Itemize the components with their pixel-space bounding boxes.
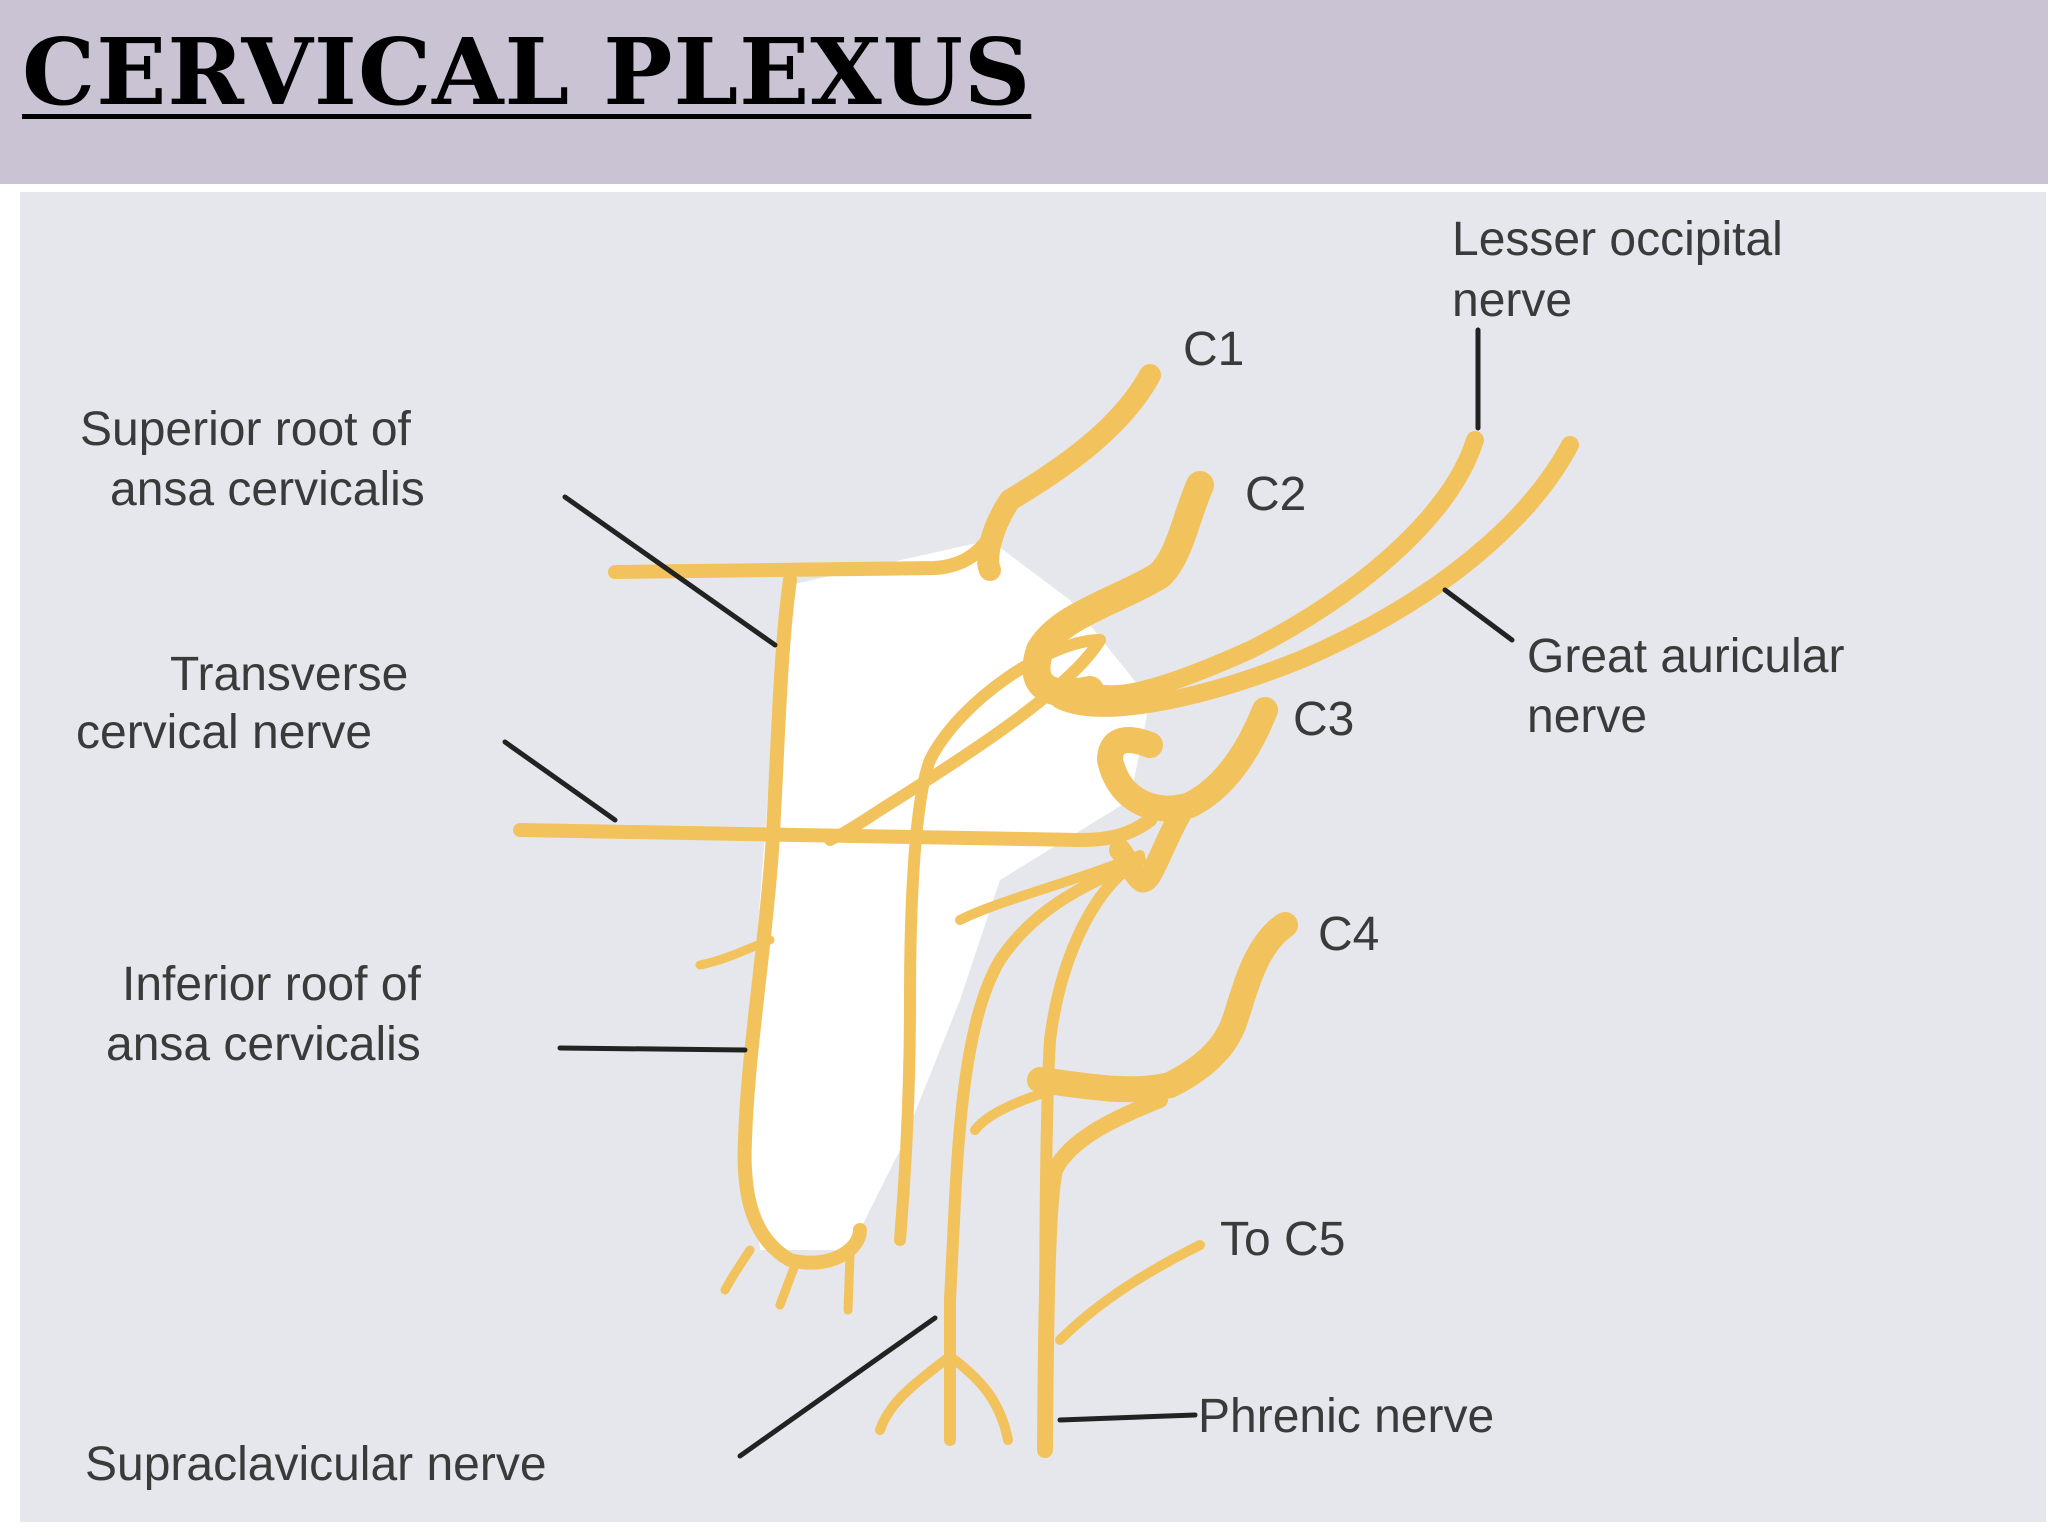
nerve-great-auricular	[1051, 436, 1579, 717]
nerve-c4-branch	[970, 1075, 1105, 1135]
nerve-loop-strand-2	[775, 1260, 800, 1310]
leader-superior-root	[562, 494, 778, 648]
label-phrenic: Phrenic nerve	[1198, 1390, 1494, 1443]
nerve-c3	[1097, 697, 1278, 822]
nerve-lesser-occipital	[1081, 431, 1484, 704]
leader-inferior-root	[557, 1045, 748, 1053]
leader-transverse	[502, 739, 618, 823]
label-c4: C4	[1318, 908, 1379, 961]
nerve-c3-branch-1	[944, 854, 1146, 1426]
nerve-c4	[1027, 912, 1298, 1103]
label-c3: C3	[1293, 693, 1354, 746]
ansa-loop-fill	[745, 540, 1150, 1250]
leader-phrenic	[1057, 1412, 1198, 1423]
leader-lines	[502, 327, 1515, 1459]
leader-great-auricular	[1442, 587, 1515, 643]
nerve-supraclavicular-left	[875, 1355, 950, 1435]
nerve-supraclavicular-right	[950, 1355, 1013, 1445]
nerve-hypoglossal-line	[608, 508, 1007, 579]
nerve-c3-branch-3	[955, 850, 1145, 925]
label-c2: C2	[1245, 468, 1306, 521]
title-bar: CERVICAL PLEXUS	[0, 0, 2048, 184]
nerve-c2c3-branch	[824, 634, 1106, 846]
label-great-auricular-line1: Great auricular	[1527, 630, 1844, 683]
label-lesser-occipital-line2: nerve	[1452, 274, 1572, 327]
nerve-c4-descending	[1037, 1092, 1168, 1458]
label-superior-root-line2: ansa cervicalis	[110, 463, 425, 516]
label-transverse-line2: cervical nerve	[76, 706, 372, 759]
nerve-c2	[1022, 471, 1214, 707]
leader-supraclavicular	[737, 1315, 938, 1459]
page-title: CERVICAL PLEXUS	[22, 18, 1032, 126]
label-great-auricular-line2: nerve	[1527, 690, 1647, 743]
label-to-c5: To C5	[1220, 1213, 1345, 1266]
label-lesser-occipital-line1: Lesser occipital	[1452, 213, 1783, 266]
nerve-transverse-cervical	[513, 813, 1157, 847]
nerve-loop-strand-1	[720, 1245, 755, 1295]
label-superior-root-line1: Superior root of	[80, 403, 412, 456]
nerve-paths	[513, 364, 1579, 1458]
nerve-inferior-root	[894, 634, 1106, 1246]
label-c1: C1	[1183, 323, 1244, 376]
label-supraclavicular: Supraclavicular nerve	[85, 1438, 547, 1491]
nerve-to-c5	[1055, 1240, 1205, 1345]
nerve-loop-strand-4	[695, 935, 775, 970]
nerve-c1	[977, 364, 1161, 581]
label-inferior-root-line1: Inferior roof of	[122, 958, 421, 1011]
label-transverse-line1: Transverse	[170, 648, 408, 701]
nerve-superior-root	[737, 573, 867, 1270]
nerve-loop-strand-3	[843, 1250, 855, 1315]
label-inferior-root-line2: ansa cervicalis	[106, 1018, 421, 1071]
diagram-labels: Lesser occipital nerve C1 C2 C3 C4 Super…	[76, 213, 1844, 1491]
